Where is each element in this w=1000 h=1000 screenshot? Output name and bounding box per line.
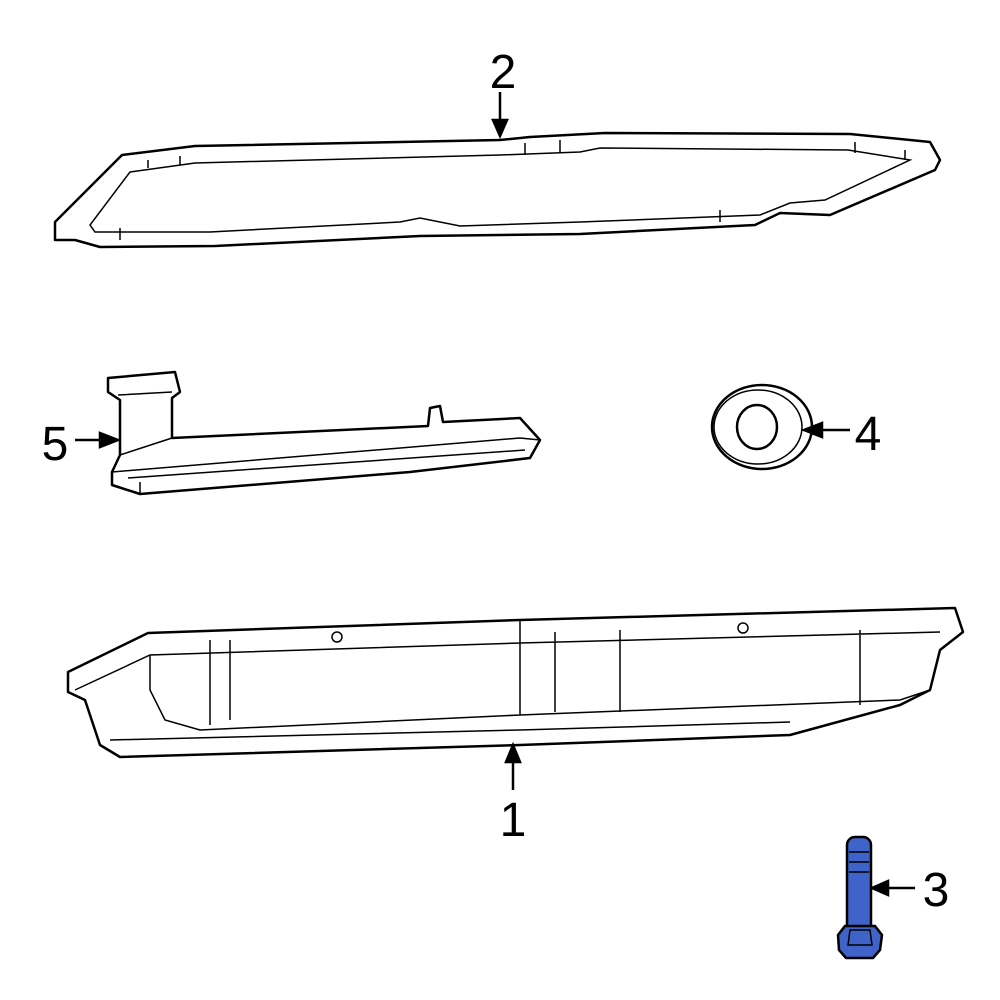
seal-part <box>710 383 814 471</box>
callout-label-3: 3 <box>923 864 950 917</box>
pan-part <box>66 606 965 759</box>
callout-label-5: 5 <box>42 418 69 471</box>
callout-label-2: 2 <box>490 46 517 99</box>
bolt-part <box>836 835 884 960</box>
callout-arrow-3 <box>868 879 915 897</box>
callout-arrow-5 <box>75 431 122 449</box>
gasket-part <box>53 131 942 249</box>
callout-label-4: 4 <box>855 408 882 461</box>
callout-label-1: 1 <box>500 794 527 847</box>
filter-part <box>106 370 542 496</box>
callout-arrow-2 <box>491 92 509 140</box>
callout-arrow-1 <box>504 741 522 790</box>
callout-arrow-4 <box>800 421 850 439</box>
